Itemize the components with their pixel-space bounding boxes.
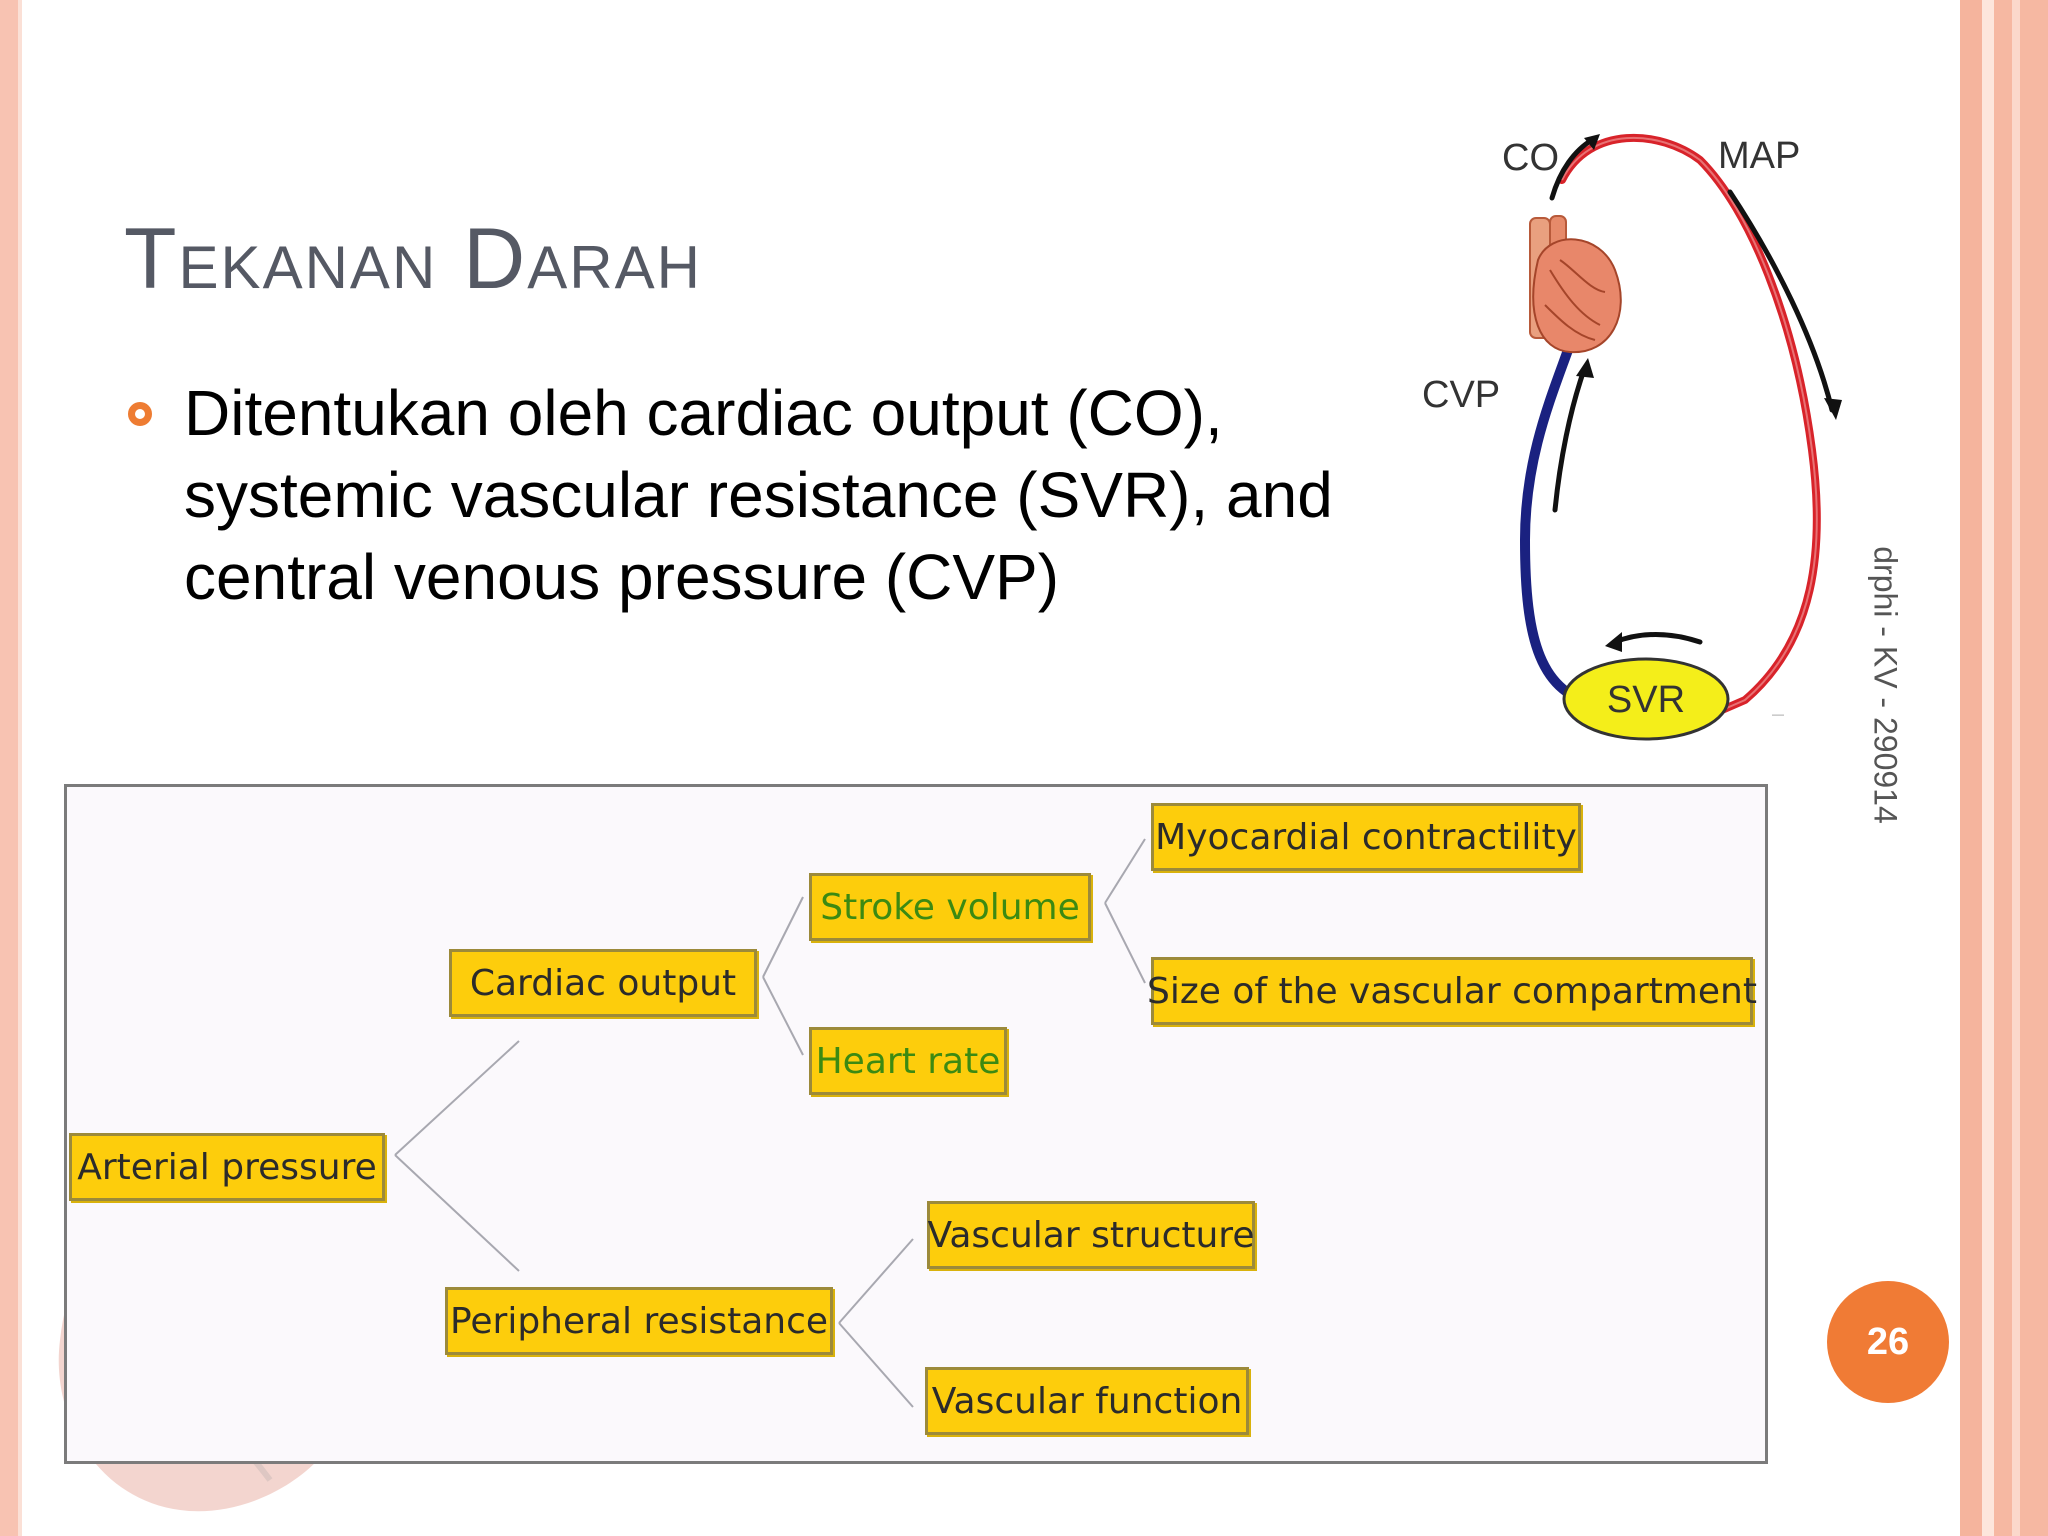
right-border-decoration-outer bbox=[1994, 0, 2048, 1536]
bullet-circle-icon bbox=[128, 402, 152, 426]
page-number: 26 bbox=[1866, 1320, 1910, 1363]
box-vascular-function: Vascular function bbox=[925, 1367, 1249, 1435]
heart-illustration bbox=[1529, 215, 1622, 354]
page-number-badge: 26 bbox=[1827, 1281, 1949, 1403]
circulation-diagram: SVR CO MAP CVP — bbox=[1422, 133, 1842, 741]
left-border-decoration bbox=[0, 0, 22, 1536]
box-arterial-pressure: Arterial pressure bbox=[69, 1133, 385, 1201]
box-myocardial-contractility: Myocardial contractility bbox=[1151, 803, 1581, 871]
side-caption: drphi - KV - 290914 bbox=[1867, 546, 1904, 824]
box-cardiac-output: Cardiac output bbox=[449, 949, 757, 1017]
tree-connector-lines bbox=[394, 838, 1146, 1408]
artist-mark: — bbox=[1772, 707, 1784, 721]
right-border-decoration bbox=[1960, 0, 1982, 1536]
svr-ellipse bbox=[1562, 657, 1730, 741]
right-border-decoration-light bbox=[1982, 0, 1994, 1536]
arterial-path bbox=[1558, 133, 1821, 714]
box-vascular-compartment: Size of the vascular compartment bbox=[1147, 957, 1757, 1025]
box-vascular-structure: Vascular structure bbox=[927, 1201, 1255, 1269]
arterial-pressure-tree: Arterial pressure Cardiac output Stroke … bbox=[64, 784, 1768, 1464]
label-cvp: CVP bbox=[1422, 374, 1500, 416]
label-co: CO bbox=[1502, 137, 1559, 179]
flow-arrows bbox=[1549, 137, 1835, 645]
box-peripheral-resistance: Peripheral resistance bbox=[445, 1287, 833, 1355]
box-heart-rate: Heart rate bbox=[809, 1027, 1007, 1095]
label-map: MAP bbox=[1718, 135, 1800, 177]
arrow-heads bbox=[1576, 134, 1842, 652]
bullet-text: Ditentukan oleh cardiac output (CO), sys… bbox=[184, 377, 1333, 613]
box-stroke-volume: Stroke volume bbox=[809, 873, 1091, 941]
label-svr: SVR bbox=[1607, 679, 1685, 721]
venous-path bbox=[1519, 345, 1633, 713]
right-border-decoration-stripe bbox=[2012, 0, 2020, 1536]
slide-title: Tekanan Darah bbox=[124, 211, 702, 307]
